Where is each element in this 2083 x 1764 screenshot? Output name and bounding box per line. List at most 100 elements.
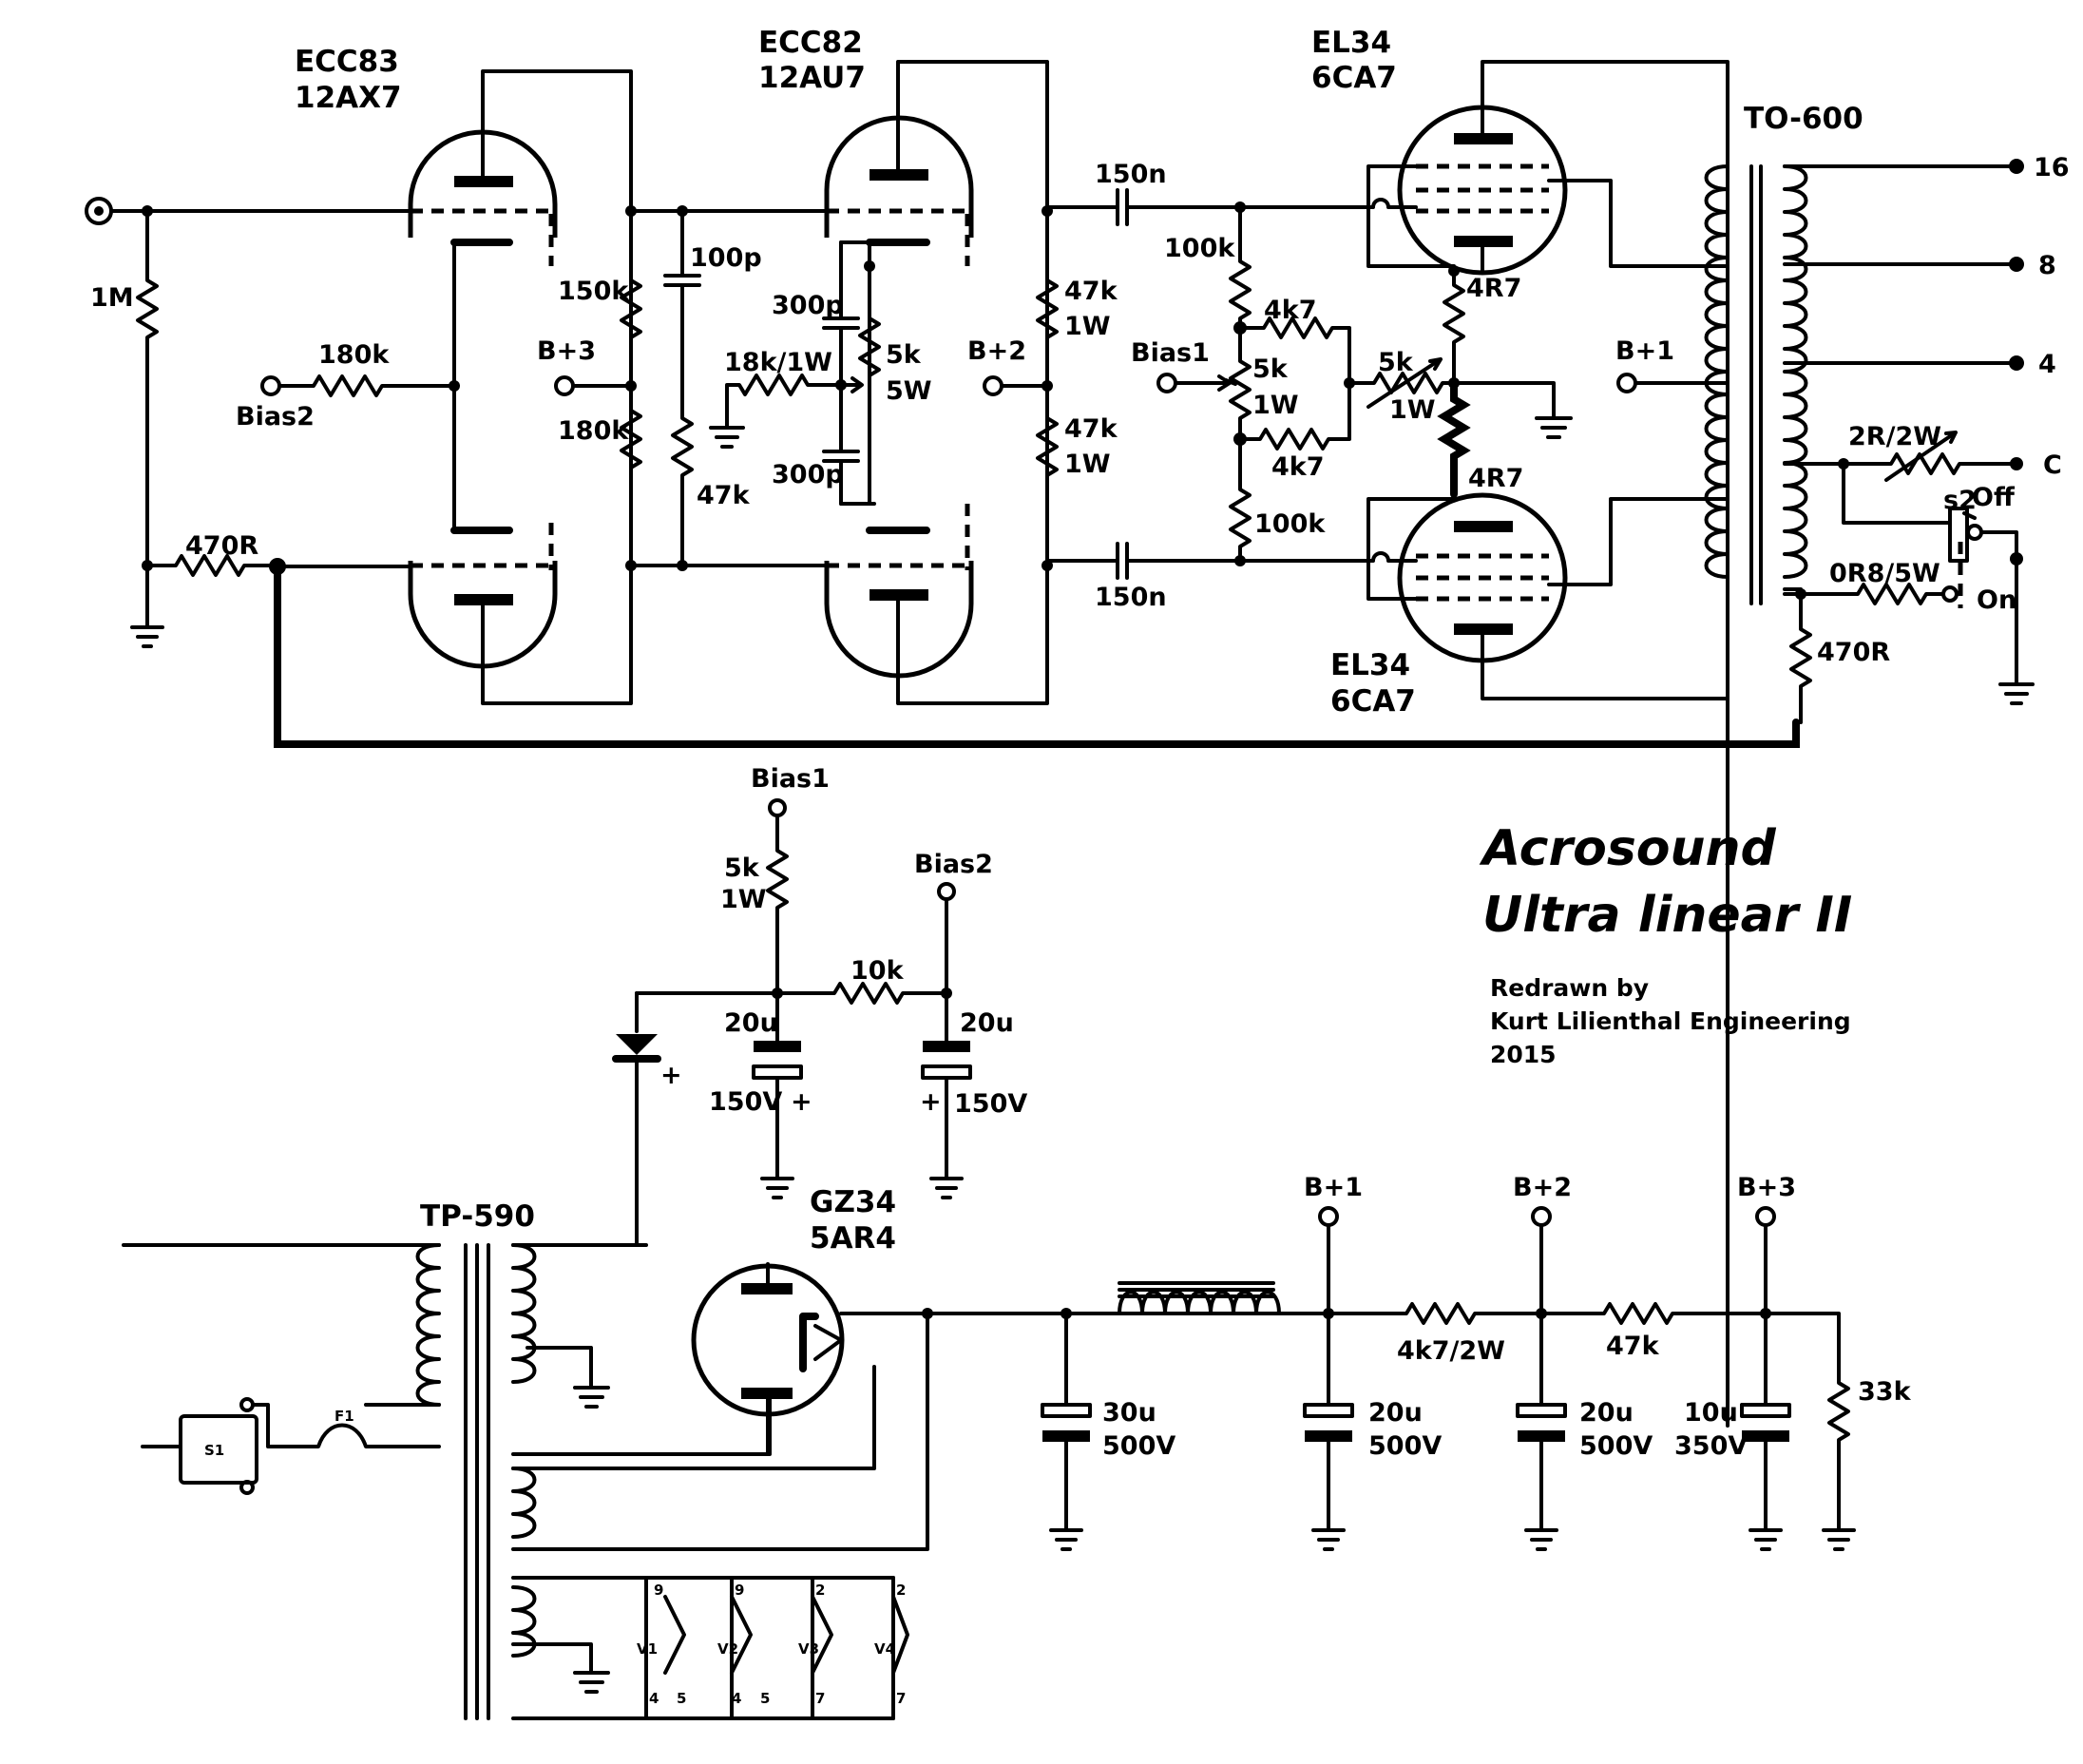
common-label: C <box>2043 451 2062 480</box>
pot-5k-bal-label-a: 5k <box>1378 348 1414 377</box>
power-transformer-label: TP-590 <box>420 1199 535 1234</box>
v2-type: ECC82 <box>758 26 863 60</box>
b3-ps-label: B+3 <box>1737 1173 1796 1202</box>
r-47k-bot-label-a: 47k <box>1064 414 1118 444</box>
c-300p-bot-label: 300p <box>772 460 844 489</box>
r-100k-top-label: 100k <box>1164 234 1235 263</box>
c-30u-label: 30u <box>1102 1398 1156 1428</box>
heater-v2-label: V2 <box>717 1640 738 1658</box>
tap-16-label: 16 <box>2034 153 2070 182</box>
r-47k-ps-label: 47k <box>1606 1332 1660 1361</box>
heater-pin-9b: 9 <box>735 1582 744 1599</box>
c-150n-top-label: 150n <box>1095 160 1167 189</box>
output-transformer-label: TO-600 <box>1744 102 1863 136</box>
c-20u-1v-label: 500V <box>1368 1431 1442 1461</box>
ps-5k-label-b: 1W <box>720 885 767 914</box>
title-line1: Acrosound <box>1479 820 1777 877</box>
r-47k-bot-label-b: 1W <box>1064 450 1111 479</box>
r-18k-label: 18k/1W <box>724 348 832 377</box>
r-47k-div-label: 47k <box>697 481 751 510</box>
bias2-ps-label: Bias2 <box>914 850 993 879</box>
heater-pin-2a: 2 <box>815 1582 825 1599</box>
c-150n-bot-label: 150n <box>1095 583 1167 612</box>
ps-c20u-b-label: 20u <box>960 1008 1014 1038</box>
bias2-label: Bias2 <box>236 402 315 431</box>
credit-line1: Redrawn by <box>1490 974 1649 1002</box>
r-33k-label: 33k <box>1858 1377 1912 1407</box>
bias1-ps-label: Bias1 <box>751 764 830 794</box>
heater-v4-label: V4 <box>874 1640 895 1658</box>
heater-pin-4b: 4 <box>732 1690 741 1707</box>
v3-type: EL34 <box>1311 26 1391 60</box>
r-2r-label: 2R/2W <box>1848 422 1941 451</box>
title-line2: Ultra linear II <box>1482 887 1852 944</box>
r-0r8-label: 0R8/5W <box>1829 559 1940 588</box>
sw2-on-label: On <box>1977 585 2016 615</box>
heater-pin-4a: 4 <box>649 1690 659 1707</box>
tube-v1-ecc83 <box>408 129 558 669</box>
heater-pin-5b: 5 <box>760 1690 770 1707</box>
r-180k-bias-label: 180k <box>318 340 390 370</box>
power-transformer <box>415 1243 537 1720</box>
input-jack[interactable] <box>85 197 113 225</box>
r-1m-label: 1M <box>90 283 134 313</box>
c-20u-2v-label: 500V <box>1579 1431 1653 1461</box>
output-transformer <box>1704 164 1808 605</box>
pot-5k-bias-label-a: 5k <box>1252 355 1289 384</box>
ps-5k-label-a: 5k <box>724 853 760 883</box>
b2-amp-label: B+2 <box>967 336 1026 366</box>
tap-8-label: 8 <box>2038 251 2056 280</box>
b1-ps-label: B+1 <box>1304 1173 1363 1202</box>
v4-type: EL34 <box>1330 648 1410 682</box>
tube-v2-ecc82 <box>824 115 974 679</box>
ps-10k-label: 10k <box>850 956 905 986</box>
c-20u-1-label: 20u <box>1368 1398 1423 1428</box>
heater-pin-7a: 7 <box>815 1690 825 1707</box>
heater-v1-label: V1 <box>637 1640 658 1658</box>
r-150k-label: 150k <box>558 277 629 306</box>
v1-type: ECC83 <box>295 45 399 79</box>
b2-ps-label: B+2 <box>1513 1173 1572 1202</box>
r-180k-div-label: 180k <box>558 416 629 446</box>
r-470r-label: 470R <box>185 531 258 561</box>
r-100k-bot-label: 100k <box>1254 509 1326 539</box>
heater-pin-5a: 5 <box>677 1690 686 1707</box>
r-4r7-top-label: 4R7 <box>1466 274 1521 303</box>
bias1-amp-label: Bias1 <box>1131 338 1210 368</box>
ps-c150v-a-label: 150V <box>709 1087 782 1117</box>
c-30u-v-label: 500V <box>1102 1431 1175 1461</box>
v4-alt: 6CA7 <box>1330 684 1416 719</box>
v3-alt: 6CA7 <box>1311 61 1397 95</box>
v1-alt: 12AX7 <box>295 81 402 115</box>
tube-rectifier-gz34 <box>691 1263 845 1417</box>
b3-amp-label: B+3 <box>537 336 596 366</box>
r-47k-top-label-b: 1W <box>1064 312 1111 341</box>
credit-line3: 2015 <box>1490 1041 1557 1068</box>
r-4k7-top-label: 4k7 <box>1264 296 1317 325</box>
r-47k-top-label-a: 47k <box>1064 277 1118 306</box>
v2-alt: 12AU7 <box>758 61 866 95</box>
heater-v3-label: V3 <box>798 1640 819 1658</box>
pot-5k-bias-label-b: 1W <box>1252 391 1299 420</box>
c-300p-top-label: 300p <box>772 291 844 320</box>
diode-plus-label: + <box>660 1061 682 1090</box>
r-4k7-bot-label: 4k7 <box>1271 452 1325 482</box>
c-100p-label: 100p <box>690 243 762 273</box>
r-4k7-2w-label: 4k7/2W <box>1397 1336 1505 1366</box>
credit-line2: Kurt Lilienthal Engineering <box>1490 1007 1851 1035</box>
sw2-label: s2 <box>1943 486 1977 515</box>
heater-pin-2b: 2 <box>896 1582 906 1599</box>
ps-plus-b-label: + <box>920 1087 942 1117</box>
tap-4-label: 4 <box>2038 350 2056 379</box>
b1-amp-label: B+1 <box>1615 336 1674 366</box>
ps-c150v-b-label: 150V <box>954 1089 1027 1119</box>
pot-5k-bal-label-b: 1W <box>1389 395 1436 425</box>
c-20u-2-label: 20u <box>1579 1398 1634 1428</box>
sw2-off-label: Off <box>1972 483 2016 512</box>
f1-label: F1 <box>334 1408 354 1425</box>
ps-c20u-a-label: 20u <box>724 1008 778 1038</box>
s1-label: S1 <box>204 1442 224 1459</box>
rect-type: GZ34 <box>810 1185 896 1219</box>
pot-5k-cath-label-b: 5W <box>886 376 932 406</box>
